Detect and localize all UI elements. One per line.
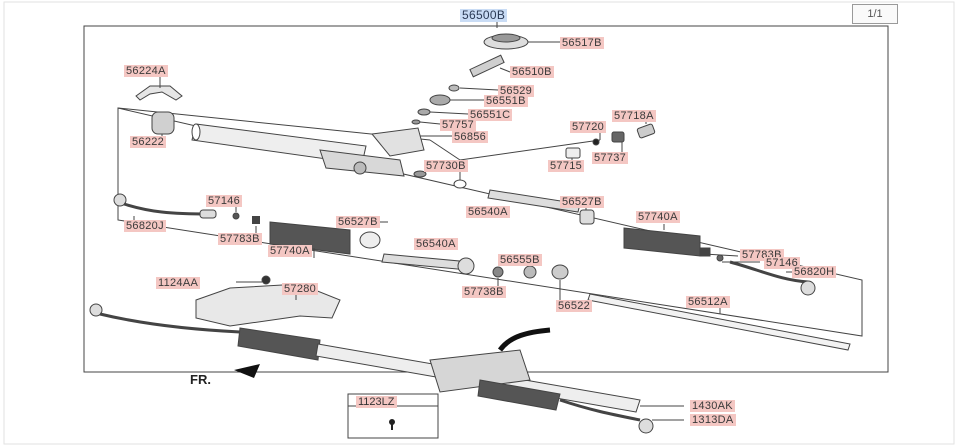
part-label[interactable]: 56527B bbox=[560, 196, 604, 208]
part-label[interactable]: 57738B bbox=[462, 286, 506, 298]
part-label[interactable]: 56856 bbox=[452, 131, 489, 143]
part-label[interactable]: 56222 bbox=[130, 136, 167, 148]
part-label[interactable]: 57740A bbox=[636, 211, 680, 223]
part-label[interactable]: 56510B bbox=[510, 66, 554, 78]
bolt-icon bbox=[389, 419, 395, 430]
part-label[interactable]: 56820J bbox=[124, 220, 166, 232]
part-label[interactable]: 57715 bbox=[548, 160, 585, 172]
part-label[interactable]: 56517B bbox=[560, 37, 604, 49]
part-label[interactable]: 57146 bbox=[206, 195, 243, 207]
part-label[interactable]: 57720 bbox=[570, 121, 607, 133]
seal-parts bbox=[413, 123, 656, 189]
assembly-frame bbox=[83, 25, 889, 373]
part-label[interactable]: 56555B bbox=[498, 254, 542, 266]
part-label[interactable]: 56529 bbox=[498, 85, 535, 97]
part-label[interactable]: 56512A bbox=[686, 296, 730, 308]
part-label[interactable]: 57757 bbox=[440, 119, 477, 131]
part-label[interactable]: 57718A bbox=[612, 110, 656, 122]
part-label[interactable]: 57737 bbox=[592, 152, 629, 164]
part-label[interactable]: 57740A bbox=[268, 245, 312, 257]
direction-label: FR. bbox=[190, 372, 211, 387]
part-label[interactable]: 57730B bbox=[424, 160, 468, 172]
inner-tie-rods bbox=[381, 189, 595, 275]
part-label[interactable]: 57146 bbox=[764, 257, 801, 269]
part-label[interactable]: 57280 bbox=[282, 283, 319, 295]
part-label[interactable]: 56540A bbox=[414, 238, 458, 250]
part-label[interactable]: 57783B bbox=[218, 233, 262, 245]
part-label[interactable]: 56551C bbox=[468, 109, 513, 121]
clamp-bushing bbox=[135, 85, 183, 135]
rack-assembly bbox=[89, 303, 654, 434]
part-label[interactable]: 56540A bbox=[466, 206, 510, 218]
assembly-label: 56500B bbox=[460, 8, 508, 22]
tie-rod-end-left bbox=[113, 193, 217, 219]
part-label[interactable]: 56527B bbox=[336, 216, 380, 228]
part-label[interactable]: 1430AK bbox=[690, 400, 735, 412]
part-label[interactable]: 56551B bbox=[484, 95, 528, 107]
page-indicator: 1/1 bbox=[852, 4, 898, 24]
part-label[interactable]: 1313DA bbox=[690, 414, 736, 426]
rack-housing-upper bbox=[191, 123, 405, 177]
part-label[interactable]: 56224A bbox=[124, 65, 168, 77]
rack-bar bbox=[587, 293, 851, 351]
part-label[interactable]: 56522 bbox=[556, 300, 593, 312]
front-arrow-icon bbox=[234, 364, 260, 378]
part-label[interactable]: 56820H bbox=[792, 266, 837, 278]
part-label[interactable]: 1124AA bbox=[156, 277, 201, 289]
fastener-box-label[interactable]: 1123LZ bbox=[356, 396, 397, 408]
